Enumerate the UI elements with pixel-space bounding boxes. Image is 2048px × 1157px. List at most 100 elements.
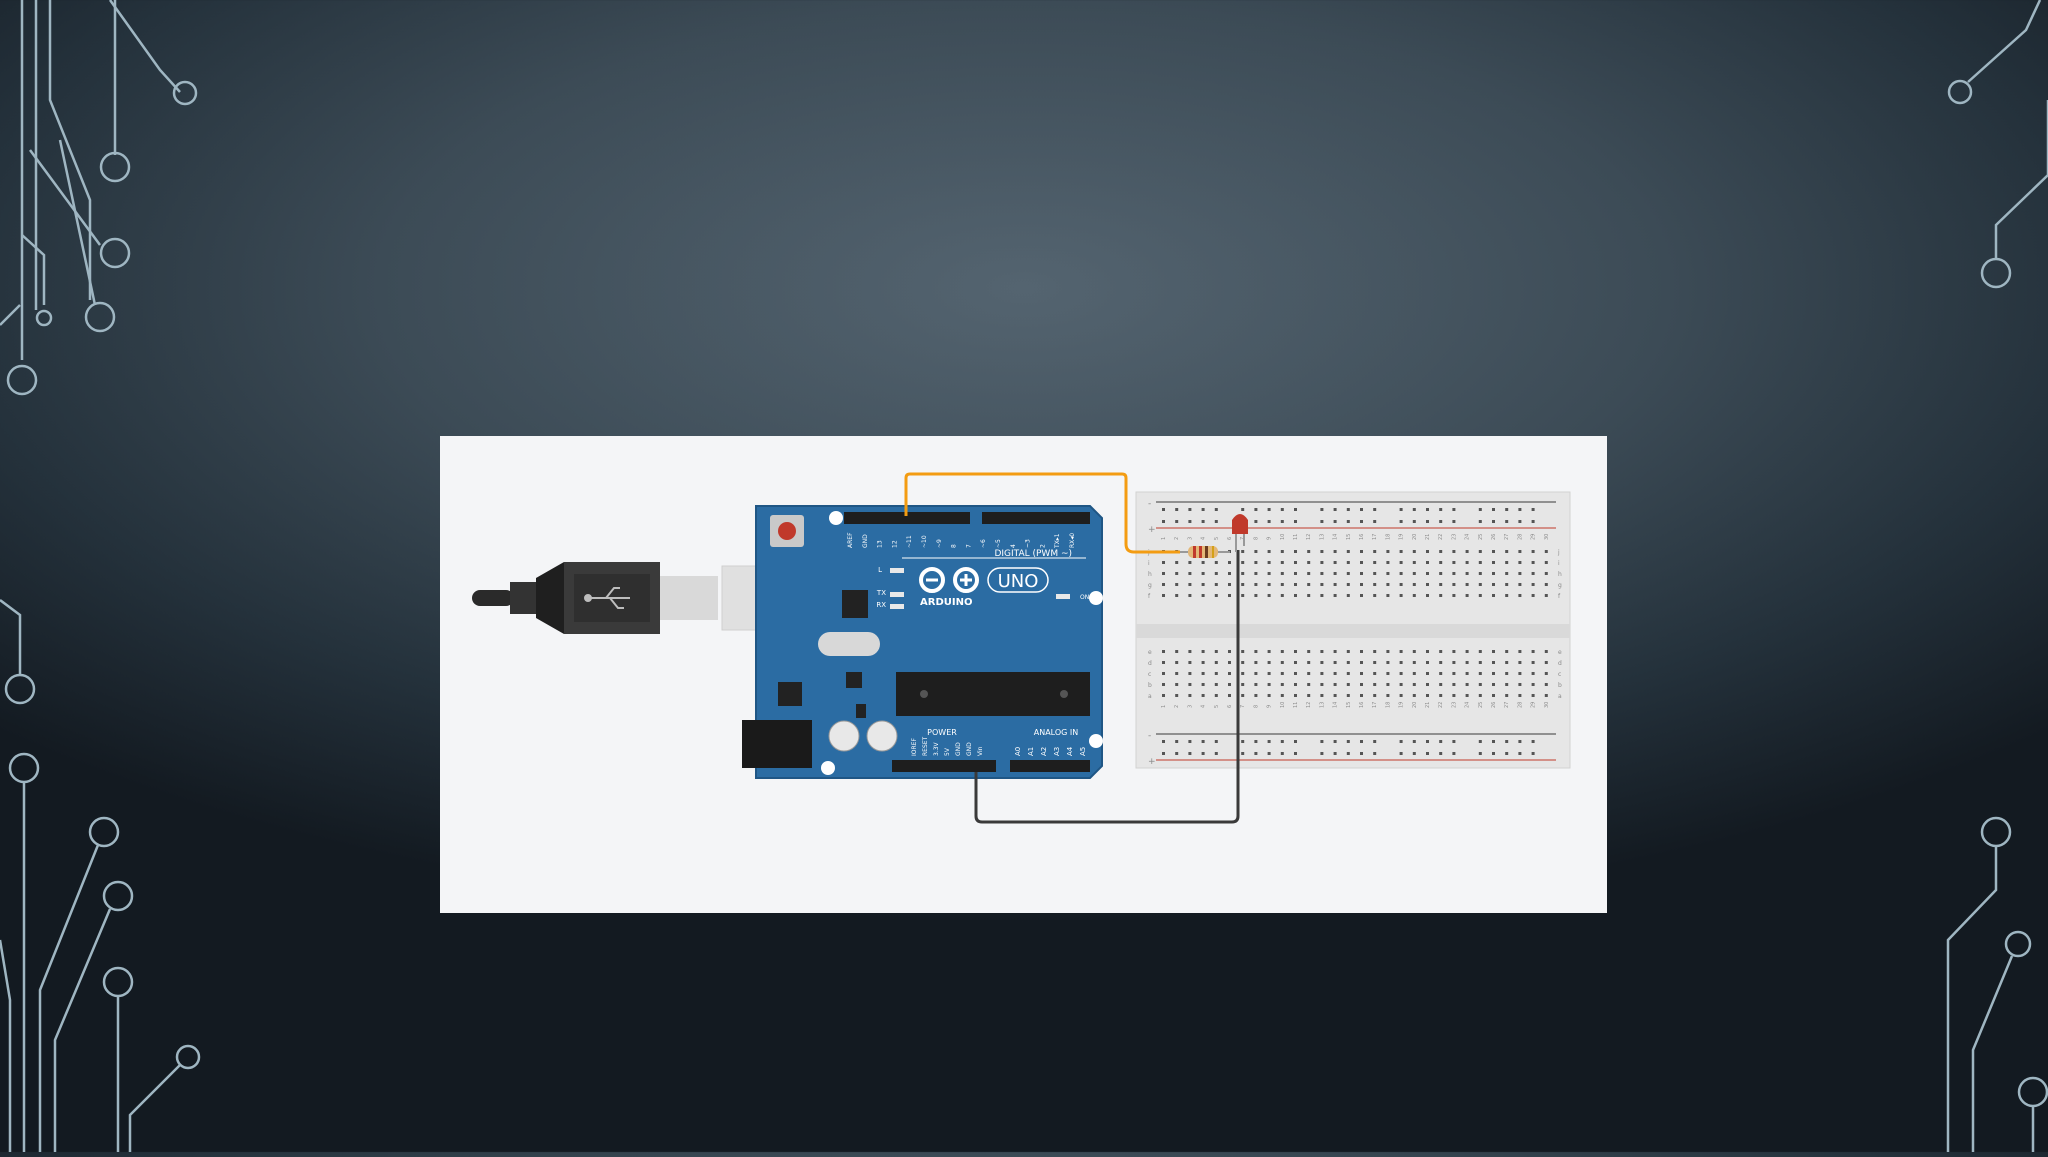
breadboard-hole bbox=[1518, 572, 1522, 575]
breadboard-hole bbox=[1399, 550, 1403, 553]
breadboard-column-number: 16 bbox=[1359, 702, 1365, 708]
breadboard-hole bbox=[1241, 572, 1245, 575]
analog-pin-label: A1 bbox=[1027, 747, 1035, 756]
breadboard-hole bbox=[1294, 683, 1297, 686]
breadboard-hole bbox=[1412, 520, 1416, 523]
breadboard-hole bbox=[1241, 694, 1245, 697]
breadboard-hole bbox=[1162, 583, 1165, 586]
breadboard-hole bbox=[1320, 520, 1324, 523]
breadboard-hole bbox=[1478, 520, 1482, 523]
breadboard-column-number: 6 bbox=[1227, 705, 1233, 708]
analog-pin-label: A3 bbox=[1053, 747, 1061, 756]
header-pin-label: RX◂0 bbox=[1069, 533, 1076, 548]
breadboard-hole bbox=[1452, 752, 1456, 755]
breadboard-hole bbox=[1267, 561, 1271, 564]
breadboard-hole bbox=[1360, 550, 1363, 553]
breadboard-hole bbox=[1544, 672, 1548, 675]
breadboard-hole bbox=[1280, 520, 1284, 523]
breadboard-hole bbox=[1188, 520, 1192, 523]
breadboard-column-number: 15 bbox=[1346, 702, 1352, 708]
breadboard-hole bbox=[1162, 520, 1165, 523]
breadboard-hole bbox=[1346, 694, 1350, 697]
analog-pin-label: A2 bbox=[1040, 747, 1048, 756]
breadboard-hole bbox=[1452, 672, 1456, 675]
breadboard-hole bbox=[1333, 520, 1337, 523]
breadboard-hole bbox=[1439, 752, 1443, 755]
breadboard-hole bbox=[1267, 661, 1271, 664]
header-pin-label: 12 bbox=[891, 540, 898, 548]
breadboard-hole bbox=[1452, 650, 1456, 653]
breadboard-hole bbox=[1175, 683, 1179, 686]
breadboard-column-number: 17 bbox=[1372, 702, 1378, 708]
breadboard-hole bbox=[1492, 694, 1495, 697]
header-pin-label: ~6 bbox=[980, 539, 987, 548]
breadboard-hole bbox=[1505, 672, 1509, 675]
breadboard-hole bbox=[1241, 583, 1245, 586]
breadboard-row-letter: h bbox=[1148, 571, 1152, 578]
breadboard-hole bbox=[1254, 594, 1258, 597]
breadboard-hole bbox=[1360, 520, 1363, 523]
breadboard-hole bbox=[1267, 740, 1271, 743]
breadboard-hole bbox=[1320, 550, 1324, 553]
breadboard-hole bbox=[1465, 650, 1469, 653]
breadboard-hole bbox=[1544, 683, 1548, 686]
breadboard-hole bbox=[1201, 683, 1205, 686]
arduino-logo-icon bbox=[919, 567, 979, 593]
digital-label: DIGITAL (PWM ~) bbox=[994, 549, 1072, 559]
breadboard-hole bbox=[1188, 594, 1192, 597]
breadboard-hole bbox=[1531, 583, 1535, 586]
breadboard-hole bbox=[1201, 583, 1205, 586]
breadboard-hole bbox=[1399, 583, 1403, 586]
breadboard-hole bbox=[1439, 740, 1443, 743]
breadboard-hole bbox=[1280, 594, 1284, 597]
breadboard-hole bbox=[1373, 650, 1377, 653]
breadboard-hole bbox=[1412, 561, 1416, 564]
breadboard-hole bbox=[1333, 752, 1337, 755]
breadboard-hole bbox=[1373, 594, 1377, 597]
breadboard-column-number: 22 bbox=[1438, 702, 1444, 708]
breadboard-hole bbox=[1478, 594, 1482, 597]
breadboard: 1122334455667788991010111112121313141415… bbox=[1135, 491, 1571, 769]
breadboard-column-number: 19 bbox=[1399, 702, 1405, 708]
breadboard-hole bbox=[1505, 661, 1509, 664]
led-tx-label: TX bbox=[876, 589, 886, 597]
breadboard-hole bbox=[1175, 520, 1179, 523]
breadboard-hole bbox=[1241, 672, 1245, 675]
breadboard-hole bbox=[1492, 683, 1495, 686]
breadboard-hole bbox=[1333, 650, 1337, 653]
breadboard-hole bbox=[1531, 740, 1535, 743]
breadboard-hole bbox=[1412, 694, 1416, 697]
breadboard-hole bbox=[1267, 572, 1271, 575]
breadboard-hole bbox=[1241, 752, 1245, 755]
breadboard-hole bbox=[1214, 520, 1218, 523]
breadboard-hole bbox=[1175, 583, 1179, 586]
breadboard-hole bbox=[1399, 520, 1403, 523]
breadboard-hole bbox=[1307, 672, 1311, 675]
breadboard-hole bbox=[1307, 572, 1311, 575]
breadboard-hole bbox=[1465, 694, 1469, 697]
breadboard-hole bbox=[1280, 672, 1284, 675]
breadboard-hole bbox=[1320, 683, 1324, 686]
power-pin-label: 3.3V bbox=[933, 741, 940, 756]
breadboard-hole bbox=[1492, 583, 1495, 586]
breadboard-hole bbox=[1175, 672, 1179, 675]
breadboard-hole bbox=[1307, 650, 1311, 653]
breadboard-hole bbox=[1492, 561, 1495, 564]
breadboard-hole bbox=[1505, 650, 1509, 653]
breadboard-hole bbox=[1439, 572, 1443, 575]
breadboard-hole bbox=[1452, 583, 1456, 586]
breadboard-hole bbox=[1201, 661, 1205, 664]
breadboard-hole bbox=[1307, 594, 1311, 597]
breadboard-column-number: 17 bbox=[1372, 534, 1378, 540]
rail-plus-label: + bbox=[1148, 525, 1156, 535]
power-pin-label: GND bbox=[955, 742, 962, 756]
breadboard-hole bbox=[1360, 508, 1363, 511]
breadboard-column-number: 22 bbox=[1438, 534, 1444, 540]
breadboard-hole bbox=[1478, 672, 1482, 675]
breadboard-hole bbox=[1439, 672, 1443, 675]
header-pin-label: ~10 bbox=[921, 535, 928, 548]
breadboard-hole bbox=[1452, 740, 1456, 743]
breadboard-hole bbox=[1518, 661, 1522, 664]
breadboard-hole bbox=[1531, 550, 1535, 553]
breadboard-hole bbox=[1201, 561, 1205, 564]
